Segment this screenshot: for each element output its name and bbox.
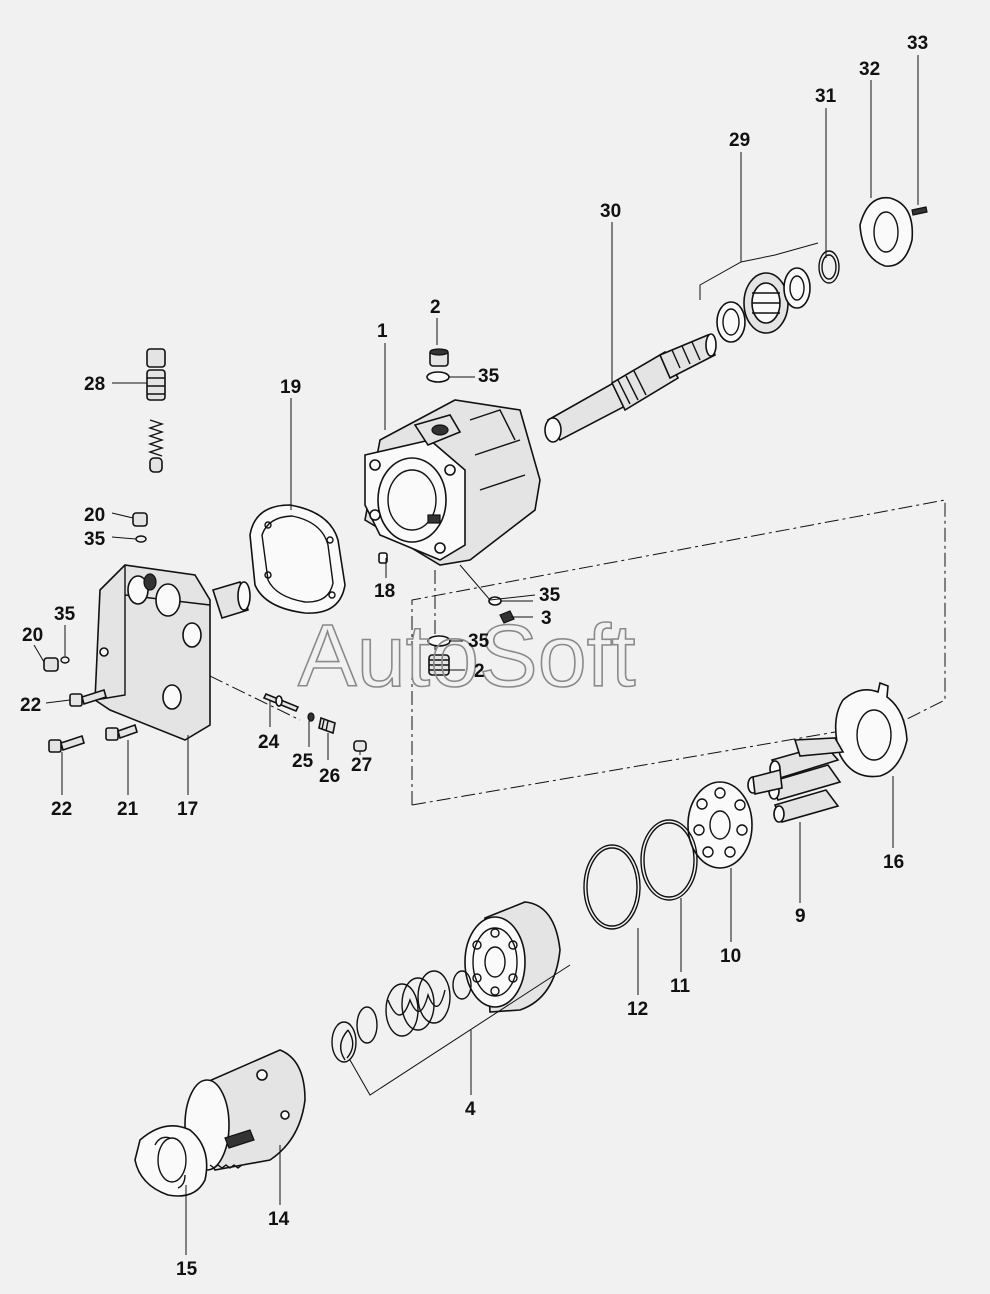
part-29-bearing-assembly (716, 267, 811, 343)
callout-15: 15 (176, 1259, 198, 1280)
callout-35-top: 35 (478, 366, 500, 387)
callout-20-lower: 20 (22, 625, 43, 646)
callout-16: 16 (883, 852, 904, 873)
part-33-screw (911, 206, 928, 216)
callout-28: 28 (84, 374, 105, 395)
callout-17: 17 (177, 799, 198, 820)
callout-32: 32 (859, 59, 880, 80)
callout-19: 19 (280, 377, 301, 398)
part-1-housing (364, 399, 541, 566)
part-15-valve-plate (134, 1124, 208, 1197)
part-2-top-plug (426, 348, 450, 383)
callout-10: 10 (720, 946, 741, 967)
callout-25: 25 (292, 751, 314, 772)
callout-1: 1 (377, 321, 388, 342)
callout-18: 18 (374, 581, 395, 602)
callout-12: 12 (627, 999, 648, 1020)
callout-3: 3 (541, 608, 552, 629)
callout-21: 21 (117, 799, 139, 820)
callout-2-bottom: 2 (474, 661, 485, 682)
callout-27: 27 (351, 755, 372, 776)
callout-35-left-upper: 35 (84, 529, 106, 550)
watermark-text: AutoSoft (298, 606, 636, 705)
callout-35-right: 35 (539, 585, 561, 606)
callout-14: 14 (268, 1209, 290, 1230)
part-18-pin (378, 552, 388, 564)
part-31-circlip (818, 250, 840, 284)
callout-33: 33 (907, 33, 928, 54)
callout-26: 26 (319, 766, 340, 787)
part-12-ring (583, 844, 641, 930)
part-17-end-cover (94, 564, 211, 741)
part-24-27-small-parts (262, 692, 367, 752)
part-10-retainer-plate (687, 781, 753, 869)
part-11-ring (640, 819, 698, 901)
callout-labels: 1 2 35 19 30 29 31 32 33 28 20 35 35 20 … (20, 33, 928, 1280)
callout-31: 31 (815, 86, 837, 107)
part-4-cylinder-block (331, 901, 561, 1063)
part-21-22-bolts (48, 688, 138, 753)
part-28-valve-assembly (146, 348, 166, 473)
callout-20-upper: 20 (84, 505, 105, 526)
bushing-sleeve (211, 581, 251, 619)
part-20-plug (43, 512, 148, 672)
part-2-bottom-plug (427, 596, 515, 676)
callout-22-upper: 22 (20, 695, 41, 716)
callout-29: 29 (729, 130, 750, 151)
leader-lines (33, 55, 919, 1255)
part-16-swash-plate (834, 681, 908, 778)
callout-2-top: 2 (430, 297, 441, 318)
part-30-shaft (544, 333, 717, 443)
callout-9: 9 (795, 906, 806, 927)
callout-35-bottom: 35 (468, 631, 490, 652)
callout-4: 4 (465, 1099, 476, 1120)
part-19-gasket (249, 504, 346, 614)
part-32-cover-plate (859, 196, 914, 267)
callout-24: 24 (258, 732, 280, 753)
part-9-piston-set (747, 737, 845, 823)
callout-30: 30 (600, 201, 621, 222)
callout-35-left-lower: 35 (54, 604, 76, 625)
callout-22-lower: 22 (51, 799, 72, 820)
callout-11: 11 (670, 976, 691, 997)
